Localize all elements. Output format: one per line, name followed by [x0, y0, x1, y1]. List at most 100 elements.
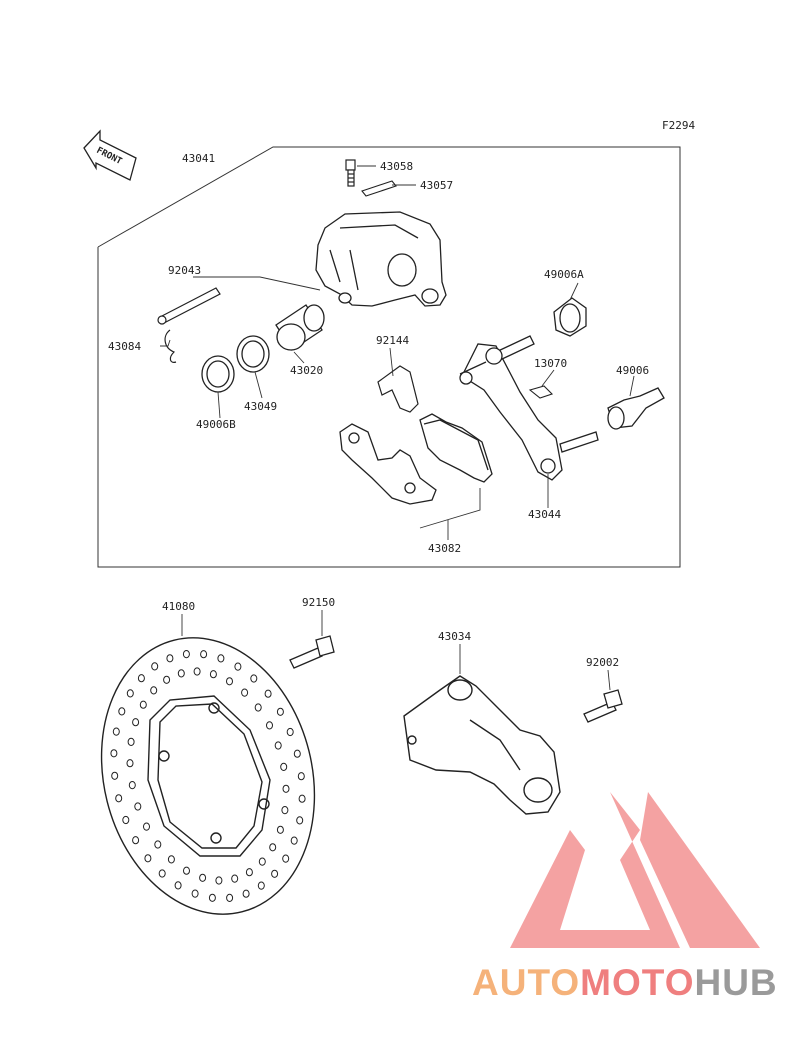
part-label-43020: 43020 — [290, 364, 323, 377]
disc-hole — [242, 889, 250, 898]
part-label-43084: 43084 — [108, 340, 141, 353]
disc-hole — [266, 721, 273, 730]
watermark-text: AUTOMOTOHUB — [472, 962, 778, 1004]
part-label-43057: 43057 — [420, 179, 453, 192]
disc-hole — [126, 759, 134, 768]
brake-pads — [339, 413, 493, 505]
caliper-assembly-box — [97, 146, 681, 568]
part-label-43044: 43044 — [528, 508, 561, 521]
disc-hole — [258, 857, 266, 866]
disc-hole — [111, 771, 119, 780]
part-label-92144: 92144 — [376, 334, 409, 347]
disc-hole — [132, 718, 140, 727]
disc-hole — [193, 667, 201, 676]
part-label-43041: 43041 — [182, 152, 215, 165]
disc-hole — [128, 781, 136, 790]
disc-hole — [177, 669, 185, 678]
pad-spring — [377, 365, 419, 413]
brake-disc — [100, 637, 316, 915]
disc-hole — [297, 772, 305, 781]
disc-hole — [118, 707, 126, 716]
bleeder-valve — [345, 159, 356, 187]
disc-hole — [163, 675, 171, 684]
disc-hole — [217, 654, 225, 663]
disc-hole — [150, 686, 158, 695]
disc-hole — [208, 893, 216, 902]
disc-hole — [200, 650, 208, 659]
part-label-49006: 49006 — [616, 364, 649, 377]
disc-hole — [250, 674, 258, 683]
disc-hole — [183, 866, 190, 875]
disc-hole — [158, 869, 166, 878]
disc-hole — [139, 700, 147, 709]
disc-hole — [271, 869, 279, 878]
disc-hole — [115, 794, 123, 803]
part-label-49006A: 49006A — [544, 268, 584, 281]
disc-hole — [282, 854, 290, 863]
diagram-code: F2294 — [662, 119, 695, 132]
disc-hole — [254, 703, 262, 712]
disc-hole — [296, 816, 304, 825]
part-labels: 43041 43058 43057 92043 49006A 43084 921… — [108, 152, 649, 669]
disc-hole — [154, 840, 162, 849]
pad-retainer — [528, 385, 554, 399]
watermark-moto: MOTO — [580, 962, 695, 1003]
dust-seal — [201, 355, 235, 393]
caliper-bracket — [459, 335, 599, 481]
clip — [164, 329, 177, 363]
disc-hole — [122, 815, 130, 825]
watermark-hub: HUB — [694, 962, 778, 1003]
part-label-43034: 43034 — [438, 630, 471, 643]
disc-hole — [174, 881, 182, 890]
disc-hole — [134, 802, 142, 811]
disc-hole — [231, 874, 239, 883]
disc-hole — [110, 749, 118, 758]
disc-hole — [245, 868, 253, 877]
watermark-auto: AUTO — [472, 962, 581, 1003]
disc-hole — [226, 677, 233, 686]
front-arrow-icon: FRONT — [83, 129, 137, 181]
disc-hole — [209, 670, 217, 679]
bleeder-cap — [361, 180, 397, 197]
disc-hole — [112, 727, 120, 736]
disc-hole — [137, 674, 145, 683]
leader-lines — [160, 165, 635, 691]
disc-hole — [127, 737, 135, 747]
disc-bolt — [289, 635, 335, 669]
disc-hole — [151, 662, 159, 671]
disc-hole — [167, 855, 175, 864]
disc-hole — [191, 889, 199, 898]
disc-hole — [274, 741, 282, 750]
disc-hole — [264, 689, 272, 698]
disc-hole — [286, 727, 294, 737]
disc-hole — [276, 825, 284, 834]
part-label-43082: 43082 — [428, 542, 461, 555]
slide-pin — [607, 387, 665, 430]
disc-hole — [144, 854, 152, 863]
part-label-92043: 92043 — [168, 264, 201, 277]
part-label-43058: 43058 — [380, 160, 413, 173]
disc-hole — [126, 689, 134, 698]
part-label-43049: 43049 — [244, 400, 277, 413]
disc-hole — [269, 843, 277, 852]
disc-hole — [234, 662, 242, 671]
part-label-49006B: 49006B — [196, 418, 236, 431]
disc-hole — [290, 836, 298, 845]
disc-hole — [298, 794, 306, 803]
caliper-body — [315, 211, 447, 307]
caliper-mount-bracket — [403, 675, 561, 815]
disc-hole — [257, 881, 265, 890]
disc-hole — [226, 893, 234, 903]
disc-hole — [241, 688, 249, 697]
piston-seal — [236, 335, 270, 373]
disc-hole — [280, 762, 288, 772]
watermark-logo-icon — [510, 792, 760, 948]
disc-hole — [143, 822, 150, 831]
disc-hole — [281, 806, 289, 815]
disc-hole — [282, 784, 290, 793]
pin — [157, 287, 221, 325]
disc-hole — [132, 836, 140, 845]
disc-hole — [182, 650, 190, 659]
part-label-13070: 13070 — [534, 357, 567, 370]
